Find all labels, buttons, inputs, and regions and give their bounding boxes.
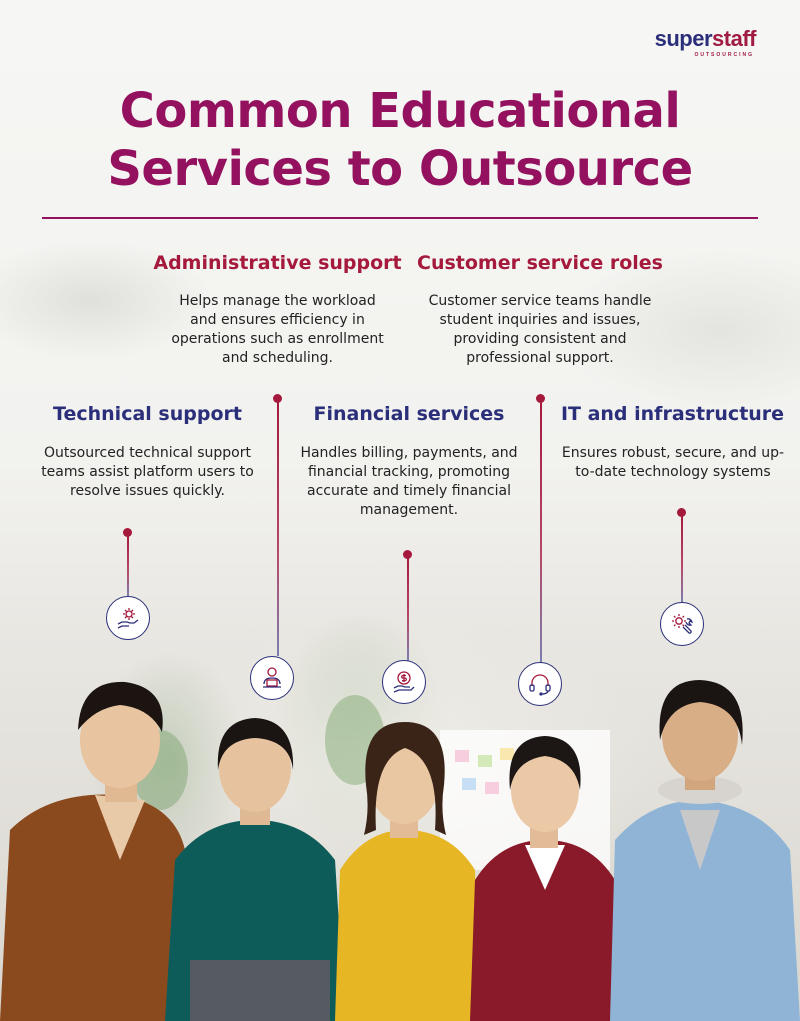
title-divider bbox=[42, 217, 758, 219]
title-line-1: Common Educational bbox=[119, 83, 681, 139]
financial-services-stem bbox=[407, 556, 409, 661]
technical-support-dot bbox=[123, 528, 132, 537]
page-title: Common Educational Services to Outsource bbox=[0, 82, 800, 198]
gear-wrench-icon bbox=[660, 602, 704, 646]
headset-icon bbox=[518, 662, 562, 706]
gear-hand-icon bbox=[106, 596, 150, 640]
title-line-2: Services to Outsource bbox=[107, 141, 693, 197]
administrative-support-title: Administrative support bbox=[153, 252, 402, 274]
customer-service-description: Customer service teams handle student in… bbox=[428, 293, 652, 366]
financial-services-description: Handles billing, payments, and financial… bbox=[300, 445, 518, 518]
person-4 bbox=[470, 736, 620, 1021]
it-infrastructure-title: IT and infrastructure bbox=[560, 403, 785, 425]
person-5 bbox=[610, 680, 800, 1021]
person-3 bbox=[335, 722, 480, 1021]
customer-service-title: Customer service roles bbox=[417, 252, 663, 274]
user-laptop-icon bbox=[250, 656, 294, 700]
technical-support-description: Outsourced technical support teams assis… bbox=[41, 445, 254, 499]
customer-service-dot bbox=[536, 394, 545, 403]
administrative-support-stem bbox=[277, 400, 279, 656]
team-photo bbox=[0, 680, 800, 1021]
it-infrastructure-dot bbox=[677, 508, 686, 517]
administrative-support-dot bbox=[273, 394, 282, 403]
it-infrastructure-description: Ensures robust, secure, and up-to-date t… bbox=[561, 445, 785, 480]
technical-support-stem bbox=[127, 534, 129, 597]
person-2 bbox=[165, 718, 345, 1021]
financial-services-title: Financial services bbox=[313, 403, 505, 425]
superstaff-logo: superstaff bbox=[654, 26, 757, 51]
technical-support-title: Technical support bbox=[53, 403, 242, 425]
it-infrastructure-stem bbox=[681, 514, 683, 603]
dollar-hand-icon bbox=[382, 660, 426, 704]
customer-service-stem bbox=[540, 400, 542, 663]
logo-tagline: OUTSOURCING bbox=[694, 52, 754, 58]
person-1 bbox=[0, 681, 195, 1021]
financial-services-dot bbox=[403, 550, 412, 559]
administrative-support-description: Helps manage the workload and ensures ef… bbox=[171, 293, 384, 366]
